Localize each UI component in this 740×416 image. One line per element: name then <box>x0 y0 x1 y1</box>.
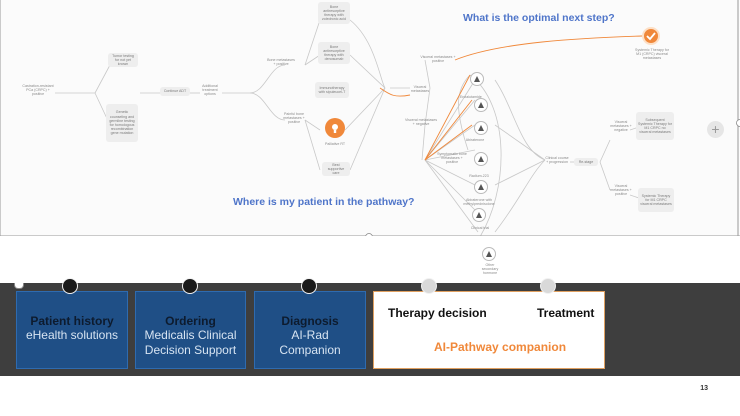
check-icon <box>646 32 656 41</box>
stage-subtitle: Medicalis Clinical <box>144 328 237 342</box>
pathway-node[interactable]: Visceral metastases + positive <box>610 184 632 197</box>
pathway-connectors <box>0 0 740 236</box>
pathway-node[interactable]: Clinical course + progression <box>545 156 569 165</box>
pathway-node-label: Other secondary hormone <box>481 263 499 276</box>
pathway-node[interactable]: Enzalutamide <box>460 95 482 99</box>
pathway-question: Where is my patient in the pathway? <box>233 196 415 208</box>
warning-icon[interactable] <box>474 98 488 112</box>
ai-pathway-panel[interactable]: Therapy decision Treatment AI-Pathway co… <box>373 291 605 369</box>
pathway-node[interactable]: Re-stage <box>574 158 598 166</box>
warning-icon[interactable] <box>470 72 484 86</box>
pathway-node[interactable]: Visceral metastases + positive <box>420 55 456 64</box>
treatment-title: Treatment <box>537 306 595 320</box>
therapy-decision-title: Therapy decision <box>388 306 487 320</box>
pathway-node[interactable]: Abiraterone with methylprednisolone <box>463 198 495 207</box>
pathway-node[interactable]: Visceral metastases + negative <box>404 118 438 127</box>
pathway-node[interactable]: Additional treatment options <box>202 84 218 97</box>
pathway-node[interactable]: Bone antiresorptive therapy with zoledro… <box>318 2 350 24</box>
pathway-node[interactable]: Bone metastases + positive <box>267 58 295 67</box>
next-step-question: What is the optimal next step? <box>463 12 615 24</box>
stage-marker[interactable] <box>301 278 317 294</box>
lightbulb-icon <box>332 124 338 133</box>
stage-title: Ordering <box>165 314 216 328</box>
recommended-check-marker[interactable] <box>642 27 660 45</box>
stage-marker[interactable] <box>540 278 556 294</box>
pathway-node[interactable]: Visceral metastases <box>410 85 430 94</box>
stage-subtitle: Decision Support <box>144 343 237 357</box>
pathway-node[interactable]: Radium-223 <box>469 174 489 178</box>
pathway-node[interactable]: Clinical trial <box>470 226 490 230</box>
stage-marker[interactable] <box>182 278 198 294</box>
pathway-node[interactable]: Tumor testing for not yet known <box>108 53 138 67</box>
pathway-node[interactable]: Systemic Therapy for M1 CRPC visceral me… <box>638 188 674 212</box>
stage-marker[interactable] <box>62 278 78 294</box>
warning-icon[interactable] <box>474 121 488 135</box>
warning-icon[interactable] <box>474 180 488 194</box>
pathway-node[interactable]: Subsequent Systemic Therapy for M1 CRPC … <box>636 112 674 140</box>
pathway-node[interactable]: Best supportive care <box>322 162 350 176</box>
stage-subtitle: eHealth solutions <box>25 328 119 342</box>
stage-ordering[interactable]: Ordering Medicalis Clinical Decision Sup… <box>135 291 246 369</box>
pathway-node[interactable]: Symptomatic bone metastases + positive <box>437 152 467 165</box>
stage-marker[interactable] <box>421 278 437 294</box>
pathway-node[interactable]: Systemic Therapy for M1 (CRPC) visceral … <box>635 48 669 61</box>
warning-icon[interactable] <box>472 208 486 222</box>
stage-title: Patient history <box>30 314 114 328</box>
pathway-canvas[interactable]: Castration-resistant PCa (CRPC) + positi… <box>0 0 740 236</box>
pathway-node[interactable]: Continue ADT <box>160 87 190 96</box>
pathway-node[interactable]: Genetic counseling and germline testing … <box>106 104 138 142</box>
stage-diagnosis[interactable]: Diagnosis AI-Rad Companion <box>254 291 366 369</box>
pathway-node[interactable]: Painful bone metastases + positive <box>283 112 305 125</box>
other-hormone-node[interactable]: Other secondary hormone <box>478 247 502 287</box>
pathway-node[interactable]: Bone antiresorptive therapy with denosum… <box>318 42 350 64</box>
pathway-node[interactable]: Abiraterone <box>465 138 485 142</box>
pathway-node[interactable]: Visceral metastases + negative <box>610 120 632 133</box>
stage-title: Diagnosis <box>281 314 339 328</box>
pathway-node[interactable]: Castration-resistant PCa (CRPC) + positi… <box>22 84 54 97</box>
slide-number: 13 <box>700 385 708 392</box>
stage-subtitle: AI-Rad <box>291 328 329 342</box>
add-node-button[interactable]: + <box>707 121 724 138</box>
pathway-node[interactable]: Immunotherapy with sipuleucel-T <box>315 82 349 98</box>
ai-pathway-companion-label: AI-Pathway companion <box>434 340 567 354</box>
timeline-start-marker <box>14 283 24 289</box>
warning-icon <box>482 247 496 261</box>
warning-icon[interactable] <box>474 152 488 166</box>
palliative-rt-marker[interactable] <box>325 118 345 138</box>
stage-subtitle: Companion <box>279 343 341 357</box>
stage-patient-history[interactable]: Patient history eHealth solutions <box>16 291 128 369</box>
pathway-node[interactable]: Palliative RT <box>324 142 346 146</box>
